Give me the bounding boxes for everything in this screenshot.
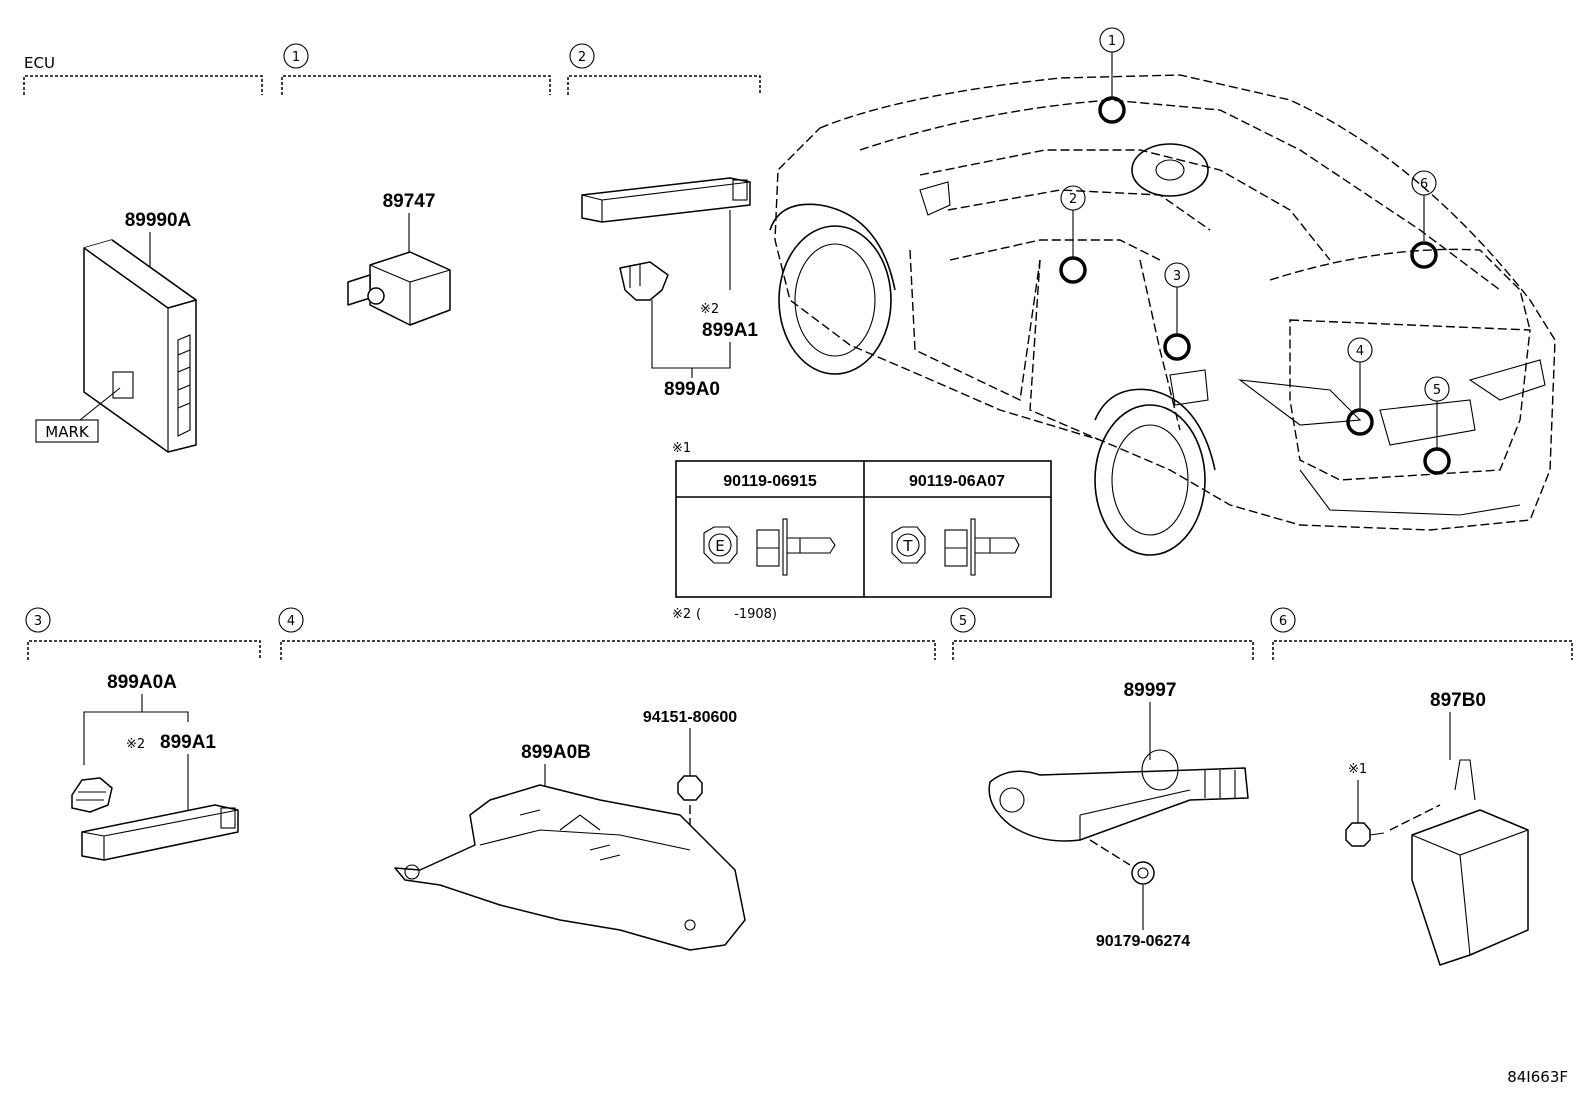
callout-2-number: 2 bbox=[1069, 192, 1077, 207]
part-899A0-number: 899A0 bbox=[664, 379, 720, 400]
section-4-header: 4 bbox=[278, 607, 936, 660]
section-6-parts: 897B0 ※1 bbox=[1345, 690, 1529, 966]
vehicle-callout-6: 6 bbox=[1410, 170, 1438, 269]
part-897B0-number: 897B0 bbox=[1430, 690, 1486, 711]
part-897B0-note: ※1 bbox=[1348, 762, 1367, 777]
note-1-marker: ※1 bbox=[672, 441, 691, 456]
section-1-part: 89747 bbox=[347, 191, 451, 326]
mark-label-box bbox=[35, 419, 99, 443]
section-3-header: 3 bbox=[25, 607, 261, 660]
part-90179-06274-number: 90179-06274 bbox=[1096, 933, 1190, 950]
ecu-part-number: 89990A bbox=[125, 210, 192, 231]
section-4-number: 4 bbox=[287, 614, 295, 629]
section-3-parts: 899A0A ※2 899A1 bbox=[71, 672, 239, 861]
note-1-part-2: 90119-06A07 bbox=[909, 473, 1005, 490]
bolt-e-symbol: E bbox=[715, 537, 724, 555]
callout-5-number: 5 bbox=[1433, 383, 1441, 398]
section-5-parts: 89997 90179-06274 bbox=[988, 680, 1249, 950]
part-899A0B-number: 899A0B bbox=[521, 742, 591, 763]
section-5-header: 5 bbox=[950, 607, 1254, 660]
section-2-number: 2 bbox=[578, 50, 586, 65]
section-4-parts: 899A0B 94151-80600 bbox=[394, 709, 746, 951]
part-899A1-s3-number: 899A1 bbox=[160, 732, 216, 753]
section-3-number: 3 bbox=[34, 614, 42, 629]
vehicle-illustration bbox=[769, 74, 1556, 556]
vehicle-callout-1: 1 bbox=[1098, 27, 1126, 124]
section-5-number: 5 bbox=[959, 614, 967, 629]
note-2-text: ( -1908) bbox=[696, 607, 777, 622]
note-1-part-1: 90119-06915 bbox=[723, 473, 817, 490]
vehicle-callout-3: 3 bbox=[1163, 262, 1191, 361]
section-1-number: 1 bbox=[292, 50, 300, 65]
ecu-part: 89990A MARK bbox=[35, 210, 197, 453]
section-1-header: 1 bbox=[281, 43, 551, 95]
mark-label: MARK bbox=[45, 423, 90, 441]
callout-4-number: 4 bbox=[1356, 344, 1364, 359]
note-1-table: ※1 90119-06915 90119-06A07 E T bbox=[672, 441, 1052, 598]
figure-code: 84I663F bbox=[1507, 1068, 1568, 1086]
part-89747-number: 89747 bbox=[383, 191, 436, 212]
section-6-number: 6 bbox=[1279, 614, 1287, 629]
bolt-t-symbol: T bbox=[902, 537, 913, 555]
callout-3-number: 3 bbox=[1173, 269, 1181, 284]
note-2-marker: ※2 bbox=[672, 607, 691, 622]
section-6-header: 6 bbox=[1270, 607, 1573, 660]
part-89997-number: 89997 bbox=[1124, 680, 1177, 701]
part-899A1-number: 899A1 bbox=[702, 320, 758, 341]
callout-1-number: 1 bbox=[1108, 34, 1116, 49]
part-899A1-note: ※2 bbox=[700, 302, 719, 317]
vehicle-callout-4: 4 bbox=[1346, 337, 1374, 436]
vehicle-callout-5: 5 bbox=[1423, 376, 1451, 475]
part-899A1-s3-note: ※2 bbox=[126, 737, 145, 752]
section-2-header: 2 bbox=[567, 43, 761, 95]
part-899A0A-number: 899A0A bbox=[107, 672, 177, 693]
section-ecu-header: ECU bbox=[23, 54, 263, 95]
part-94151-80600-number: 94151-80600 bbox=[643, 709, 737, 726]
ecu-header-label: ECU bbox=[24, 54, 55, 72]
section-2-parts: ※2 899A1 899A0 bbox=[581, 177, 758, 400]
callout-6-number: 6 bbox=[1420, 177, 1428, 192]
vehicle-callout-2: 2 bbox=[1059, 185, 1087, 284]
note-2: ※2 ( -1908) bbox=[672, 607, 777, 622]
